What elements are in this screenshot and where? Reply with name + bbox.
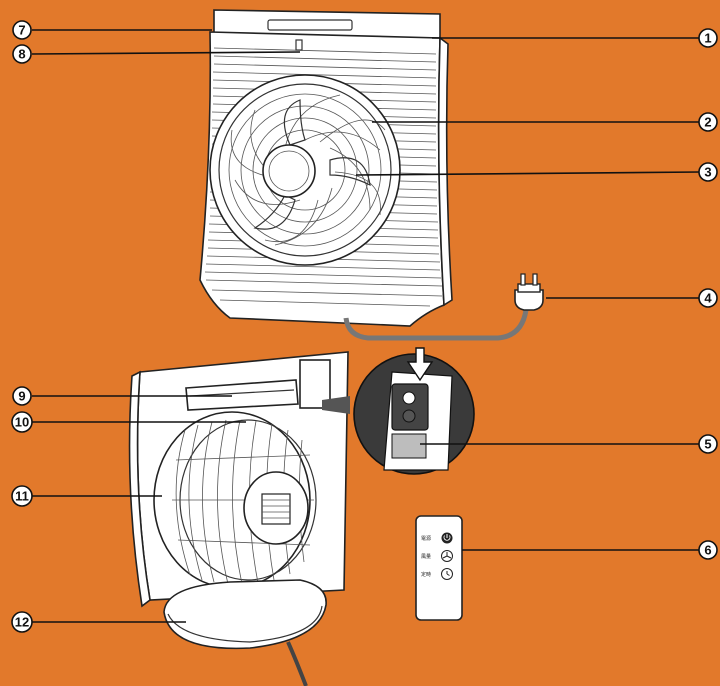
svg-text:10: 10 (15, 415, 29, 430)
power-cord (343, 301, 531, 341)
remote-label-fan: 風量 (421, 553, 431, 560)
remote-button-fan: 風量 (421, 550, 453, 562)
svg-text:1: 1 (704, 31, 711, 46)
svg-text:9: 9 (18, 389, 25, 404)
callout-6: 6 (698, 540, 718, 560)
svg-text:4: 4 (704, 291, 712, 306)
fan-rear-view (128, 351, 349, 686)
svg-text:7: 7 (18, 23, 25, 38)
callout-4: 4 (698, 288, 718, 308)
plug-icon (514, 273, 544, 311)
callout-leaders (31, 29, 701, 623)
remote-label-power: 電源 (421, 535, 431, 542)
callout-11: 11 (11, 485, 33, 507)
callout-1: 1 (698, 28, 718, 48)
svg-text:5: 5 (704, 437, 711, 452)
callout-9: 9 (12, 386, 32, 406)
svg-text:3: 3 (704, 165, 711, 180)
svg-text:8: 8 (18, 47, 25, 62)
callout-10: 10 (11, 411, 33, 433)
timer-icon (446, 571, 450, 576)
callout-5: 5 (698, 434, 718, 454)
remote-button-power: 電源 (421, 532, 453, 544)
remote-label-timer: 定時 (421, 571, 431, 578)
svg-text:11: 11 (15, 489, 29, 504)
down-arrow-icon (406, 347, 434, 382)
callout-3: 3 (698, 162, 718, 182)
callout-12: 12 (11, 611, 33, 633)
svg-text:2: 2 (704, 115, 711, 130)
callout-7: 7 (12, 20, 32, 40)
remote-control: 電源 風量 定時 (415, 515, 463, 621)
fan-icon (442, 552, 452, 559)
callout-2: 2 (698, 112, 718, 132)
svg-text:6: 6 (704, 543, 711, 558)
callout-8: 8 (12, 44, 32, 64)
fan-front-view (199, 9, 453, 327)
svg-text:12: 12 (15, 615, 29, 630)
remote-button-timer: 定時 (421, 568, 453, 580)
